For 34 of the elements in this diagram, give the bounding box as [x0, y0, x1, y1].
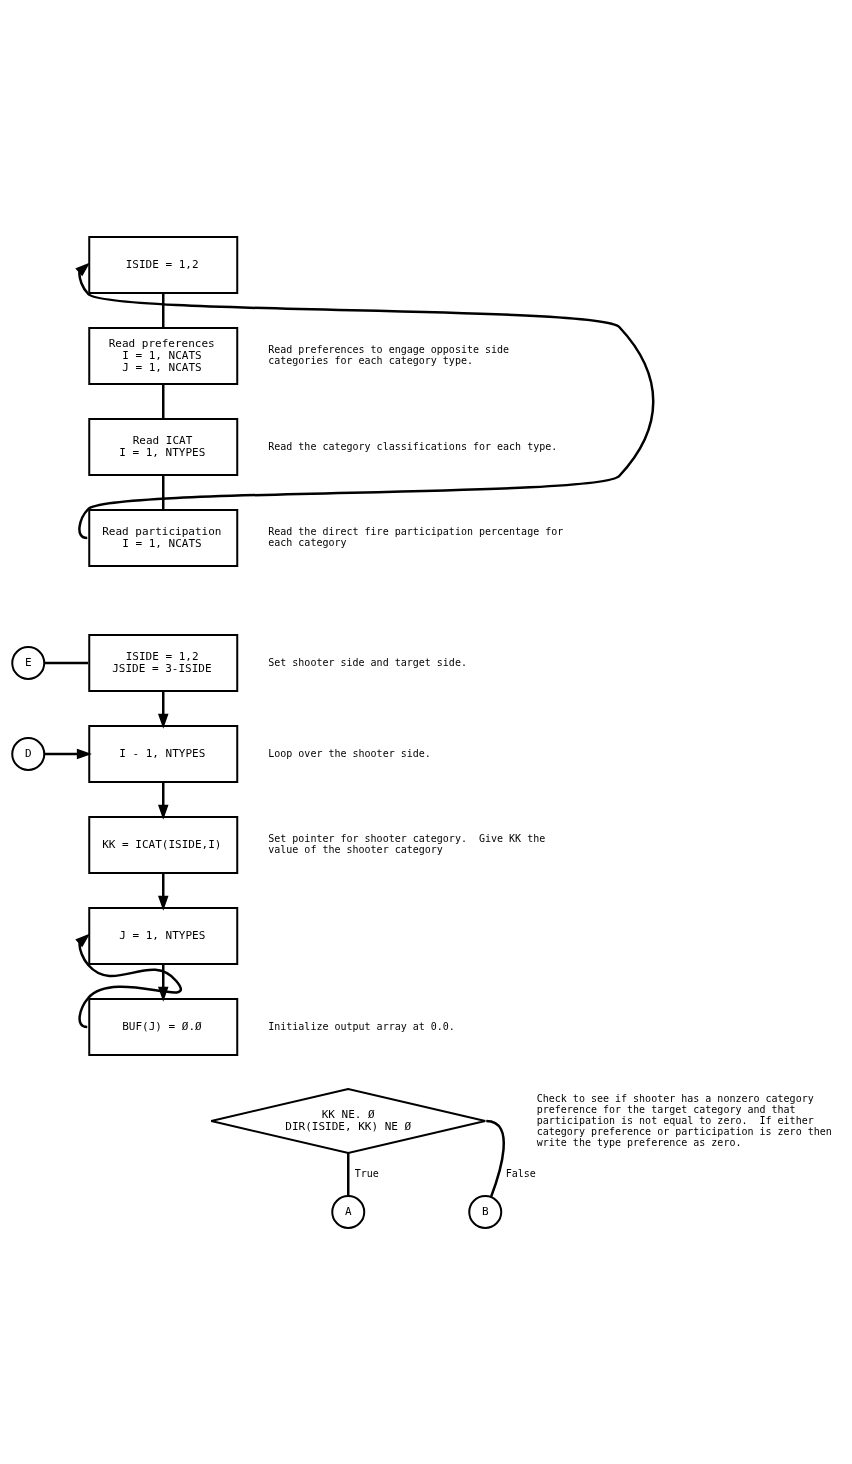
- connector: [347, 1153, 350, 1196]
- node-label: Read the direct fire participation percentage for each category: [268, 526, 564, 548]
- node-box: BUF(J) = Ø.Ø: [88, 998, 239, 1056]
- node-box: KK = ICAT(ISIDE,I): [88, 816, 239, 874]
- label: Check to see if shooter has a nonzero category preference for the target category and that participation is not equal to zero. If either category preference or participation is zero then write the type preference as zero.: [536, 1092, 832, 1148]
- node-box: Read participation I = 1, NCATS: [88, 509, 239, 567]
- edge-label: False: [505, 1168, 536, 1179]
- connector: [162, 385, 165, 418]
- node-box: Read ICAT I = 1, NTYPES: [88, 418, 239, 476]
- connector: [162, 294, 165, 327]
- node-circle: D: [11, 737, 46, 771]
- node-box: ISIDE = 1,2 JSIDE = 3-ISIDE: [88, 634, 239, 692]
- node-label: Initialize output array at 0.0.: [268, 1020, 455, 1032]
- node-label: Set pointer for shooter category. Give KK the value of the shooter category: [268, 833, 546, 855]
- edge-label: True: [354, 1168, 379, 1179]
- node-label: Read the category classifications for each type.: [268, 440, 558, 452]
- node-box: ISIDE = 1,2: [88, 236, 239, 294]
- node-circle: E: [11, 646, 46, 680]
- arrow: [158, 874, 169, 911]
- connector: [44, 661, 89, 665]
- node-box: J = 1, NTYPES: [88, 907, 239, 965]
- node-box: I - 1, NTYPES: [88, 725, 239, 783]
- arrow: [44, 748, 92, 760]
- node-label: Loop over the shooter side.: [268, 747, 431, 759]
- node-circle: A: [331, 1195, 366, 1229]
- arrow: [158, 783, 169, 820]
- node-circle: B: [468, 1195, 503, 1229]
- arrow: [75, 933, 182, 1029]
- connector: [162, 476, 165, 509]
- node-label: Read preferences to engage opposite side categories for each category type.: [268, 344, 510, 366]
- node-label: Set shooter side and target side.: [268, 656, 467, 668]
- node-box: Read preferences I = 1, NCATS J = 1, NCATS: [88, 327, 239, 385]
- arrow: [158, 692, 169, 729]
- node-diamond: KK NE. Ø DIR(ISIDE, KK) NE Ø: [210, 1087, 487, 1155]
